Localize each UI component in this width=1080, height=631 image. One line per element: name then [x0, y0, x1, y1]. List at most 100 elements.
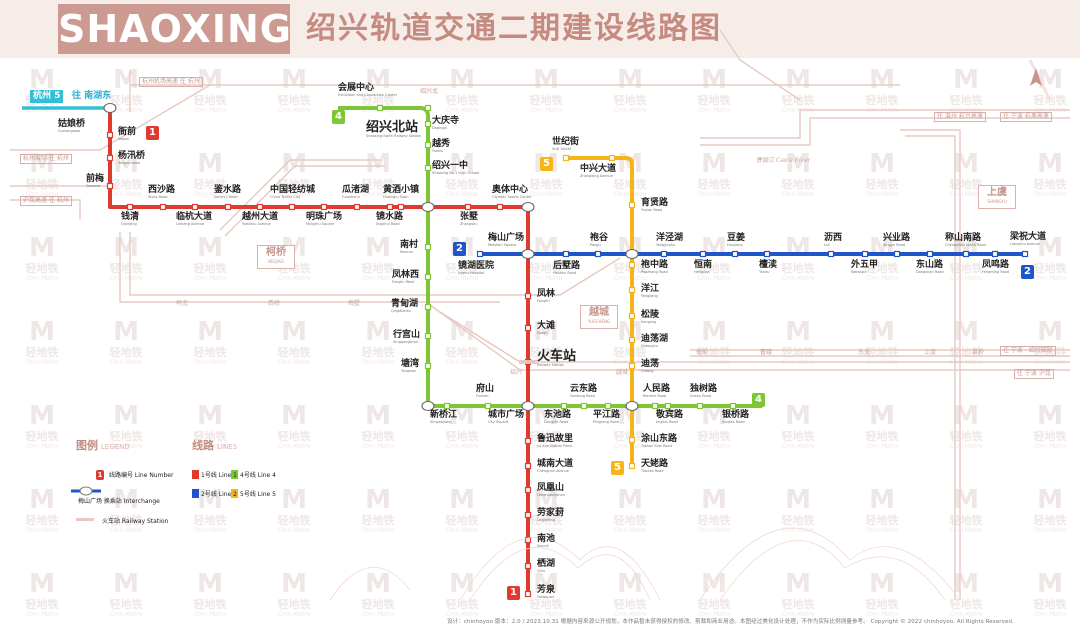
direction-hangzhou-airport: 杭州机场高速 往 杭州: [139, 77, 203, 87]
line1-badge-south: 1: [507, 586, 520, 600]
station-dot: [424, 120, 432, 128]
station-dot: [424, 273, 432, 281]
direction-ningbo-intercity: 往 宁波 · 绍兴城际: [1000, 346, 1056, 356]
station-dot: [524, 462, 532, 470]
station-dot: [524, 437, 532, 445]
station-dot: [962, 250, 970, 258]
station-dot: [1021, 250, 1029, 258]
station-dot: [424, 303, 432, 311]
future-label-yuecheng: 越城: [616, 369, 629, 376]
station-dot: [604, 402, 612, 410]
station-dot: [524, 536, 532, 544]
station-dot: [224, 203, 232, 211]
interchange-marker: [625, 248, 639, 260]
direction-ningbo-hangyong: 往 宁波 杭甬高速: [1000, 112, 1052, 122]
station-dot: [191, 203, 199, 211]
station-dot: [524, 590, 532, 598]
station-dot: [159, 203, 167, 211]
